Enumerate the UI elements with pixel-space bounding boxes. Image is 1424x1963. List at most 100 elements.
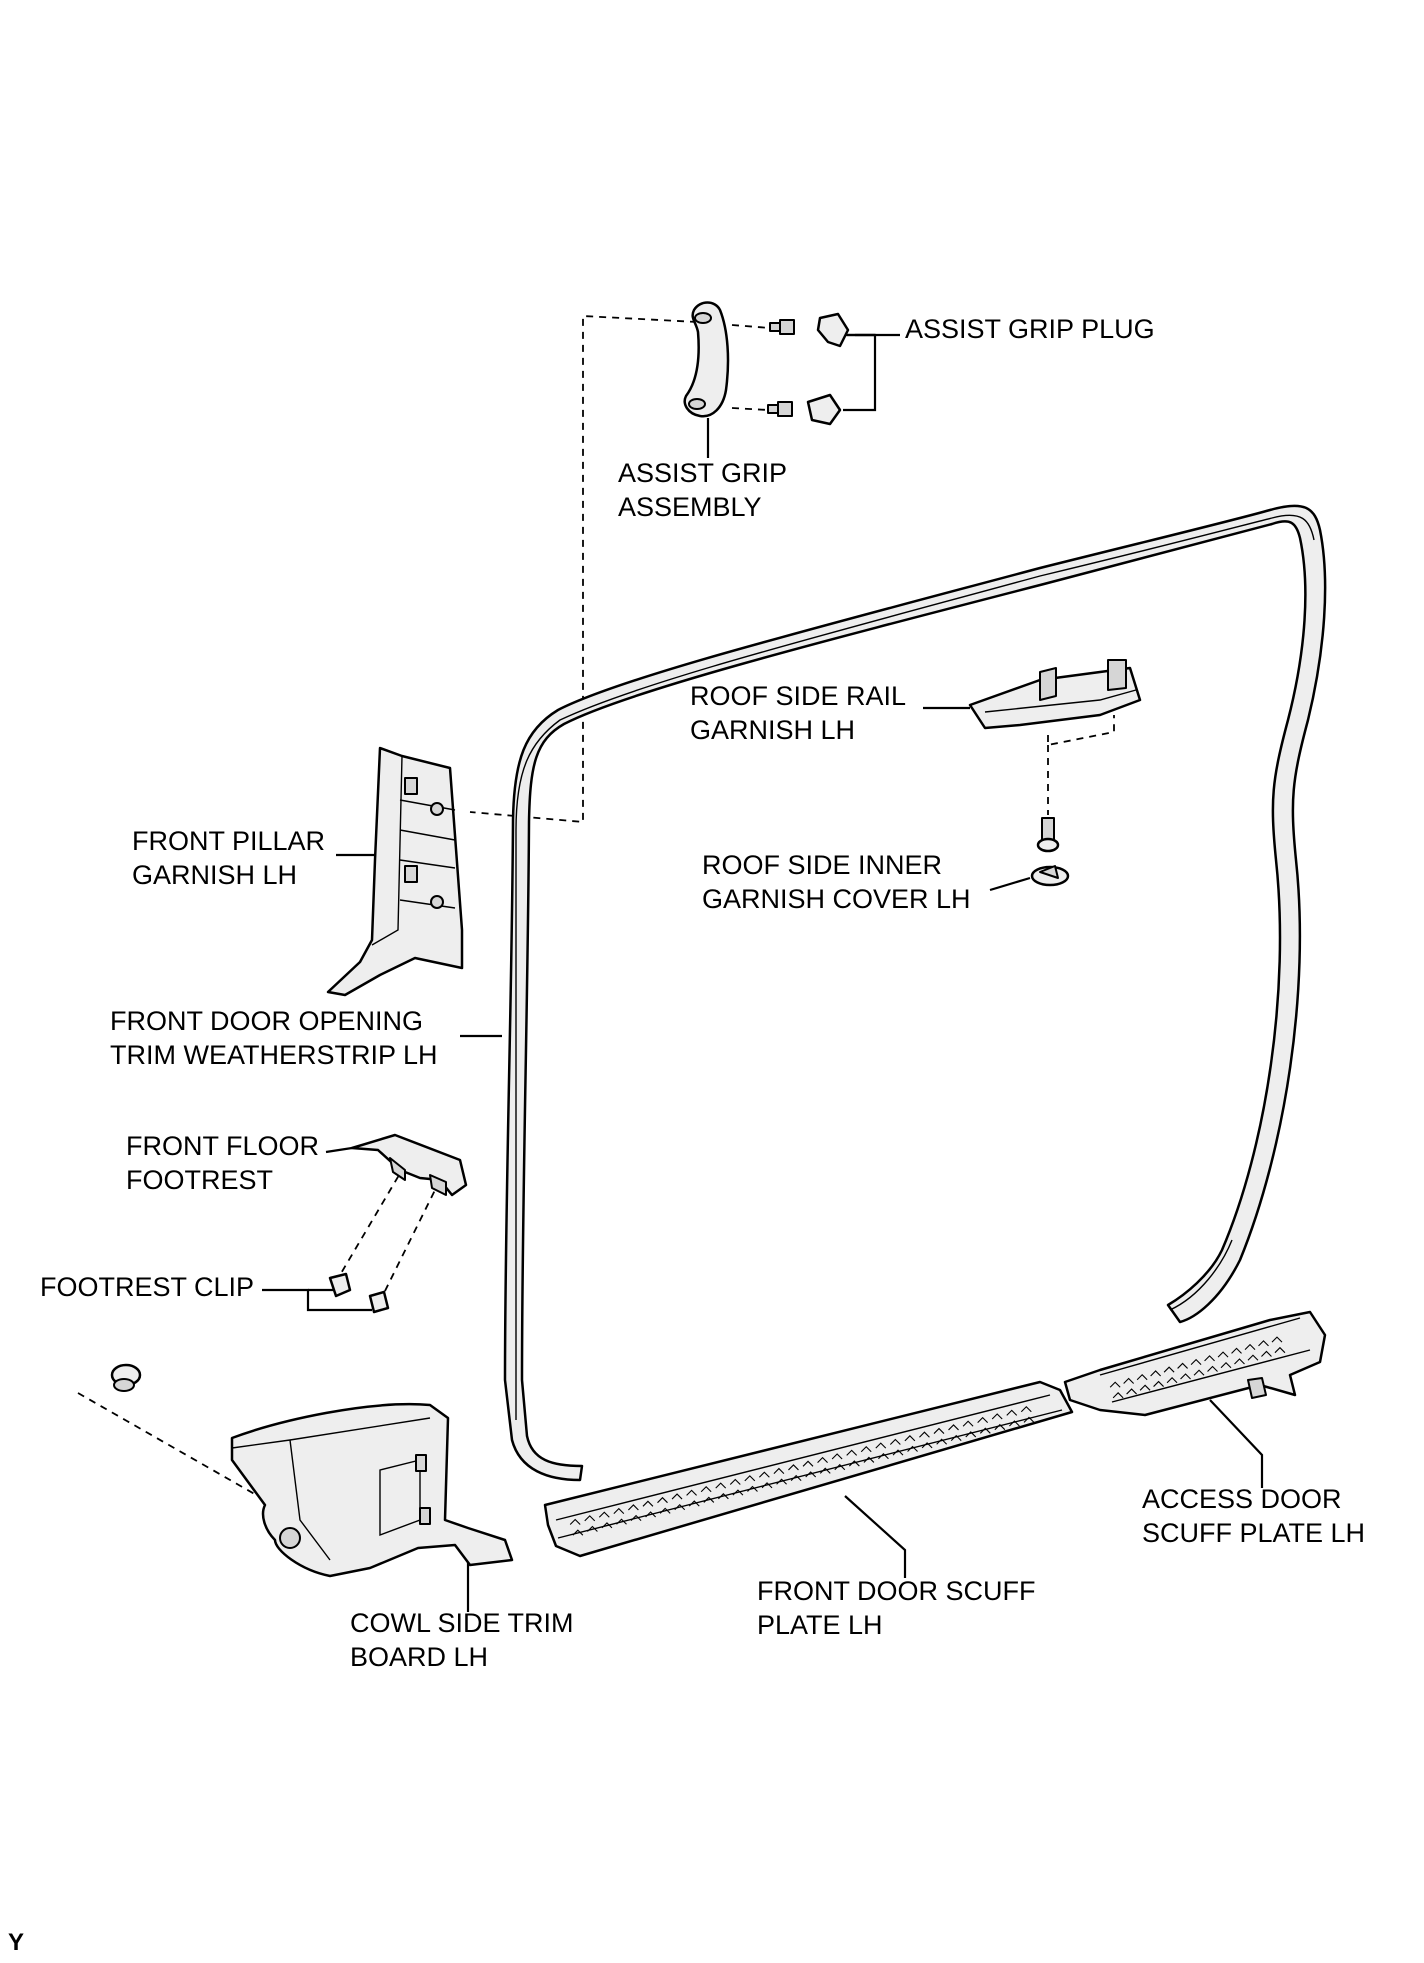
roof-side-rail-garnish bbox=[968, 659, 1142, 730]
tread-mark bbox=[1231, 1347, 1242, 1354]
tread-mark bbox=[819, 1467, 831, 1474]
tread-mark bbox=[703, 1496, 715, 1503]
tread-mark bbox=[729, 1478, 741, 1485]
tread-mark bbox=[965, 1431, 977, 1438]
tread-mark bbox=[1020, 1405, 1032, 1413]
tread-mark bbox=[1274, 1346, 1286, 1354]
tread-mark bbox=[747, 1485, 758, 1492]
tread-mark bbox=[1220, 1361, 1232, 1369]
tread-mark bbox=[1177, 1362, 1188, 1369]
tread-mark bbox=[744, 1475, 756, 1482]
front-door-scuff-plate bbox=[543, 1380, 1074, 1558]
tread-mark bbox=[1123, 1377, 1135, 1384]
tread-mark bbox=[846, 1449, 858, 1456]
tread-mark bbox=[1244, 1343, 1256, 1351]
tread-mark bbox=[776, 1478, 787, 1485]
tread-mark bbox=[732, 1489, 744, 1496]
label-access-door-scuff-plate: ACCESS DOOR SCUFF PLATE LH bbox=[1142, 1484, 1365, 1548]
tread-mark bbox=[1150, 1370, 1162, 1377]
tread-mark bbox=[1180, 1373, 1191, 1380]
tread-mark bbox=[892, 1449, 904, 1456]
tread-mark bbox=[569, 1518, 581, 1525]
assist-grip-assembly bbox=[683, 301, 730, 418]
tread-mark bbox=[1247, 1354, 1259, 1361]
tread-mark bbox=[1139, 1384, 1151, 1391]
label-cowl-side-trim-board: COWL SIDE TRIM BOARD LH bbox=[350, 1608, 581, 1672]
tread-mark bbox=[1271, 1336, 1283, 1343]
tread-mark bbox=[1258, 1340, 1269, 1347]
tread-mark bbox=[686, 1489, 697, 1496]
tread-mark bbox=[907, 1445, 918, 1452]
tread-mark bbox=[834, 1463, 846, 1471]
tread-mark bbox=[1207, 1365, 1218, 1372]
label-roof-side-inner-garnish-cover: ROOF SIDE INNER GARNISH COVER LH bbox=[702, 850, 971, 914]
tread-mark bbox=[860, 1445, 872, 1453]
tread-mark bbox=[962, 1420, 974, 1427]
tread-mark bbox=[688, 1500, 700, 1507]
front-floor-footrest bbox=[350, 1133, 468, 1197]
tread-mark bbox=[584, 1515, 596, 1522]
tread-mark bbox=[659, 1507, 671, 1514]
label-front-door-scuff-plate: FRONT DOOR SCUFF PLATE LH bbox=[757, 1576, 1043, 1640]
tread-mark bbox=[848, 1460, 860, 1467]
tread-mark bbox=[919, 1431, 930, 1438]
tread-mark bbox=[1261, 1350, 1272, 1357]
footrest-clips bbox=[328, 1272, 390, 1314]
label-front-door-opening-trim-weatherstrip: FRONT DOOR OPENING TRIM WEATHERSTRIP LH bbox=[110, 1006, 438, 1070]
access-door-scuff-plate bbox=[1063, 1310, 1327, 1417]
tread-mark bbox=[921, 1442, 933, 1449]
tread-mark bbox=[601, 1522, 613, 1529]
tread-mark bbox=[761, 1482, 773, 1489]
tread-mark bbox=[1166, 1377, 1178, 1384]
tread-mark bbox=[817, 1456, 828, 1464]
label-roof-side-rail-garnish: ROOF SIDE RAIL GARNISH LH bbox=[690, 681, 913, 745]
tread-mark bbox=[1136, 1373, 1148, 1381]
tread-mark bbox=[1023, 1416, 1035, 1423]
tread-mark bbox=[717, 1493, 729, 1500]
tread-mark bbox=[805, 1471, 817, 1478]
tread-mark bbox=[904, 1435, 916, 1442]
assist-grip-plugs bbox=[806, 312, 850, 426]
front-scuff-tread bbox=[569, 1405, 1035, 1536]
tread-mark bbox=[977, 1416, 989, 1424]
tread-mark bbox=[700, 1485, 712, 1493]
tread-mark bbox=[790, 1474, 802, 1482]
tread-mark bbox=[657, 1496, 668, 1504]
tread-mark bbox=[1009, 1420, 1020, 1427]
label-footrest-clip: FOOTREST CLIP bbox=[40, 1272, 254, 1302]
front-pillar-garnish bbox=[326, 746, 464, 997]
tread-mark bbox=[616, 1518, 627, 1525]
tread-mark bbox=[950, 1434, 962, 1441]
corner-mark: Y bbox=[8, 1929, 24, 1956]
roof-side-inner-garnish-cover bbox=[1030, 817, 1070, 887]
tread-mark bbox=[979, 1427, 991, 1434]
tread-mark bbox=[773, 1467, 785, 1474]
tread-mark bbox=[674, 1503, 686, 1511]
tread-mark bbox=[1193, 1369, 1205, 1376]
tread-mark bbox=[613, 1507, 625, 1514]
tread-mark bbox=[1234, 1358, 1245, 1365]
tread-mark bbox=[875, 1442, 887, 1449]
tread-mark bbox=[671, 1493, 683, 1500]
label-front-floor-footrest: FRONT FLOOR FOOTREST bbox=[126, 1131, 327, 1195]
label-assist-grip-plug: ASSIST GRIP PLUG bbox=[905, 314, 1155, 344]
leader-lines bbox=[262, 333, 1264, 1612]
tread-mark bbox=[645, 1511, 657, 1518]
label-front-pillar-garnish: FRONT PILLAR GARNISH LH bbox=[132, 826, 333, 890]
tread-mark bbox=[991, 1413, 1003, 1420]
tread-mark bbox=[788, 1464, 799, 1471]
tread-mark bbox=[831, 1453, 843, 1460]
cowl-side-clip bbox=[110, 1363, 142, 1392]
tread-mark bbox=[1204, 1355, 1215, 1362]
tread-mark bbox=[933, 1427, 945, 1434]
front-door-opening-trim-weatherstrip bbox=[503, 504, 1327, 1482]
tread-mark bbox=[1109, 1381, 1121, 1388]
tread-mark bbox=[628, 1504, 639, 1511]
tread-mark bbox=[936, 1438, 948, 1445]
tread-mark bbox=[598, 1511, 610, 1518]
tread-mark bbox=[1126, 1388, 1137, 1395]
label-assist-grip-assembly: ASSIST GRIP ASSEMBLY bbox=[618, 458, 794, 522]
tread-mark bbox=[1163, 1366, 1175, 1373]
tread-mark bbox=[572, 1529, 584, 1536]
